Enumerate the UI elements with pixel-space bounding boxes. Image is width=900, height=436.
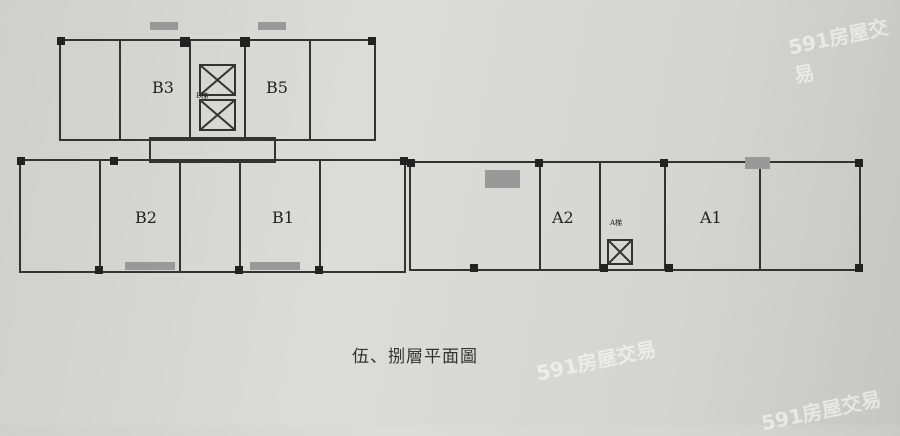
unit-label-a2: A2 [551,208,574,227]
floor-plan: B3 B5 B2 B1 A2 A1 B梯 A梯 [17,22,863,274]
unit-label-b3: B3 [152,78,174,97]
stair-label-a: A梯 [609,218,622,227]
unit-label-a1: A1 [699,208,722,227]
corridor [149,137,276,163]
plan-caption: 伍、捌層平面圖 [352,347,478,367]
lower-wing-outline [19,159,406,273]
right-building-outline [409,161,861,271]
unit-label-b1: B1 [272,208,294,227]
unit-label-b5: B5 [266,78,288,97]
stair-label-b: B梯 [196,91,208,100]
upper-wing-outline [59,39,376,141]
unit-label-b2: B2 [135,208,157,227]
